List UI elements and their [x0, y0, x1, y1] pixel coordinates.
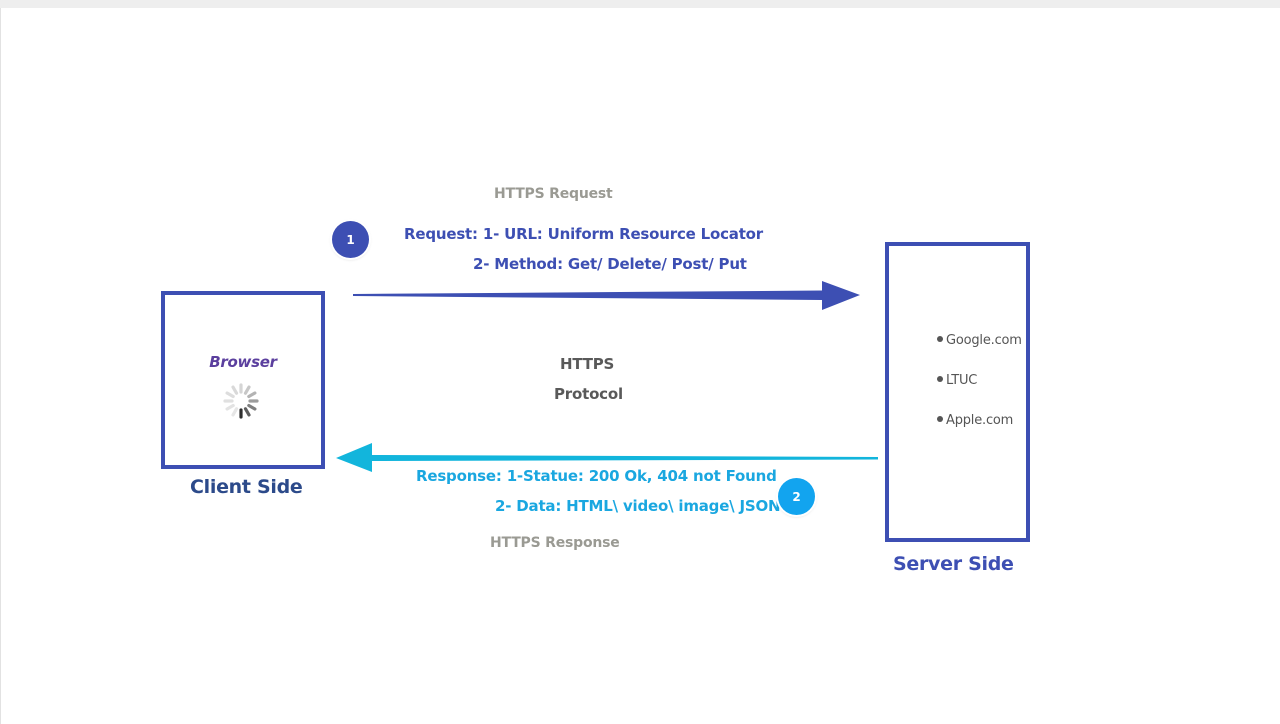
bullet-dot [937, 336, 943, 342]
https-response-label: HTTPS Response [490, 535, 620, 551]
loading-spinner-icon [223, 383, 259, 419]
response-arrow-icon [336, 443, 878, 472]
response-status-text: Response: 1-Statue: 200 Ok, 404 not Foun… [416, 467, 777, 485]
client-side-title: Client Side [190, 476, 303, 498]
request-step-badge: 1 [332, 221, 369, 258]
server-site-item: LTUC [937, 373, 977, 388]
https-request-label: HTTPS Request [494, 186, 613, 202]
server-side-title: Server Side [893, 553, 1014, 575]
server-site-label: Google.com [946, 333, 1022, 348]
client-box: Browser [161, 291, 325, 469]
protocol-name-text: HTTPS [560, 355, 615, 373]
server-site-label: Apple.com [946, 413, 1014, 428]
server-site-item: Apple.com [937, 413, 1013, 428]
browser-label: Browser [209, 353, 277, 371]
bullet-dot [937, 376, 943, 382]
protocol-caption-text: Protocol [554, 385, 623, 403]
request-arrow-icon [353, 281, 860, 310]
server-box: Google.com LTUC Apple.com [885, 242, 1030, 542]
left-edge [0, 8, 1, 724]
bullet-dot [937, 416, 943, 422]
server-site-item: Google.com [937, 333, 1022, 348]
response-data-text: 2- Data: HTML\ video\ image\ JSON [495, 497, 781, 515]
request-url-text: Request: 1- URL: Uniform Resource Locato… [404, 225, 763, 243]
server-site-label: LTUC [946, 373, 978, 388]
top-strip [0, 0, 1280, 8]
request-method-text: 2- Method: Get/ Delete/ Post/ Put [473, 255, 747, 273]
response-step-badge: 2 [778, 478, 815, 515]
